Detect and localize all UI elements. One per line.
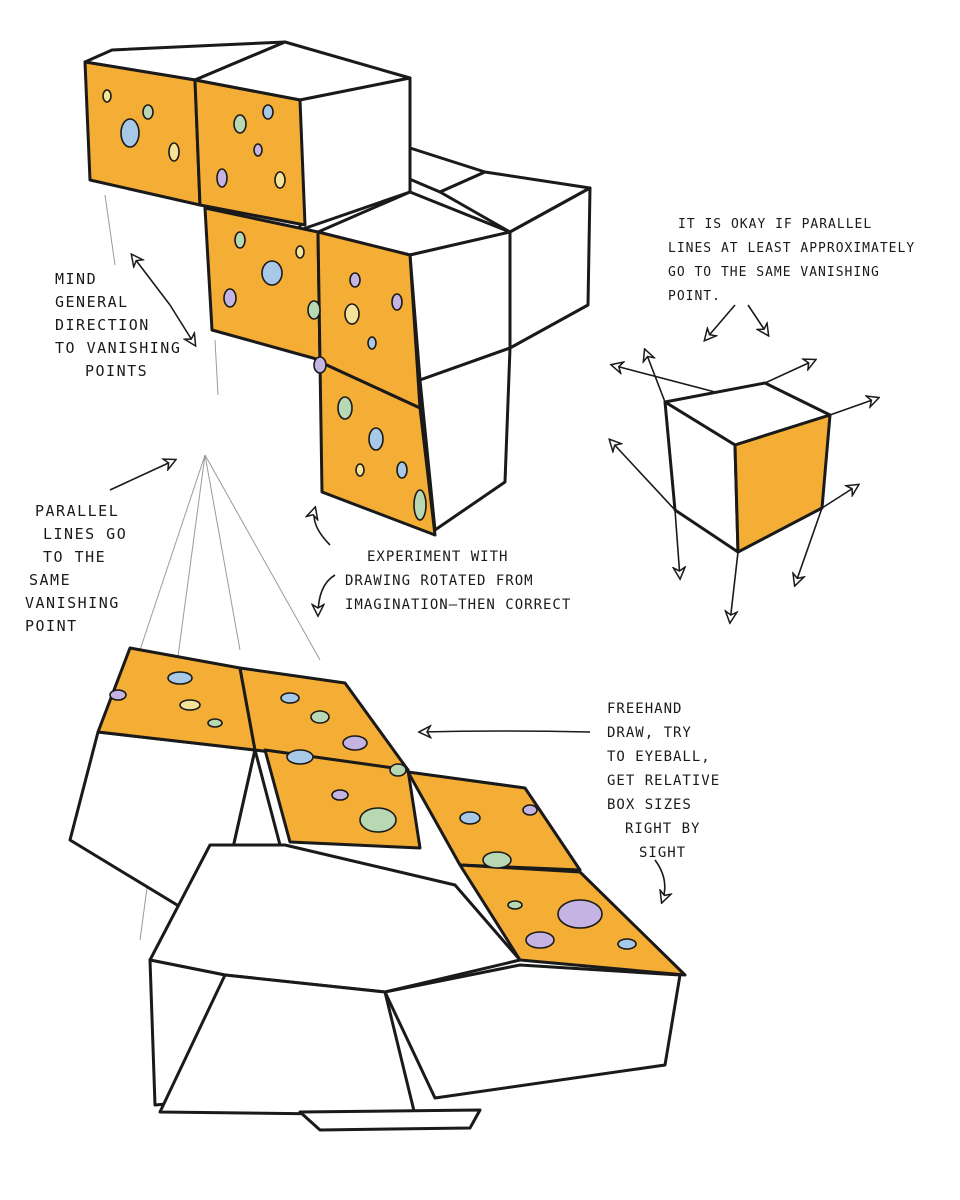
cheese-holes xyxy=(109,671,637,950)
note-line: FREEHAND xyxy=(607,701,683,717)
note-line: POINTS xyxy=(85,362,149,380)
note-line: TO VANISHING xyxy=(55,339,182,357)
note-line: EXPERIMENT WITH xyxy=(367,549,509,565)
cheese-face xyxy=(406,770,582,872)
note-line: PARALLEL xyxy=(35,502,120,520)
note-experiment: EXPERIMENT WITH DRAWING ROTATED FROM IMA… xyxy=(345,545,571,617)
note-line: MIND xyxy=(55,270,98,288)
note-line: DIRECTION xyxy=(55,316,150,334)
vanishing-arrows xyxy=(610,304,878,622)
note-line: DRAW, TRY xyxy=(607,725,692,741)
note-line: TO EYEBALL, xyxy=(607,749,711,765)
single-cube xyxy=(663,381,832,554)
note-line: GO TO THE SAME VANISHING xyxy=(668,265,880,280)
note-freehand: FREEHAND DRAW, TRY TO EYEBALL, GET RELAT… xyxy=(607,697,720,865)
cheese-face xyxy=(193,78,307,227)
note-line: POINT xyxy=(25,617,78,635)
note-line: SIGHT xyxy=(639,845,687,861)
pointer-arrows xyxy=(109,255,665,902)
note-line: POINT. xyxy=(668,289,721,304)
cheese-face xyxy=(83,60,202,207)
note-line: GET RELATIVE xyxy=(607,773,721,789)
note-line: SAME xyxy=(29,571,72,589)
note-line: VANISHING xyxy=(25,594,120,612)
note-line: GENERAL xyxy=(55,293,129,311)
note-parallel-approx: IT IS OKAY IF PARALLEL LINES AT LEAST AP… xyxy=(668,213,915,309)
top-cube-cluster xyxy=(83,40,592,537)
note-line: IT IS OKAY IF PARALLEL xyxy=(678,217,873,232)
note-line: LINES GO xyxy=(43,525,128,543)
note-line: TO THE xyxy=(43,548,107,566)
note-line: DRAWING ROTATED FROM xyxy=(345,573,534,589)
note-line: BOX SIZES xyxy=(607,797,692,813)
cheese-face xyxy=(203,206,322,362)
note-mind-vanishing: MIND GENERAL DIRECTION TO VANISHING POIN… xyxy=(55,268,181,383)
note-parallel-same: PARALLEL LINES GO TO THE SAME VANISHING … xyxy=(25,500,127,638)
bottom-cube-cluster xyxy=(68,646,687,1132)
cheese-holes xyxy=(102,89,427,521)
note-line: LINES AT LEAST APPROXIMATELY xyxy=(668,241,916,256)
note-line: RIGHT BY xyxy=(625,821,701,837)
note-line: IMAGINATION—THEN CORRECT xyxy=(345,597,572,613)
